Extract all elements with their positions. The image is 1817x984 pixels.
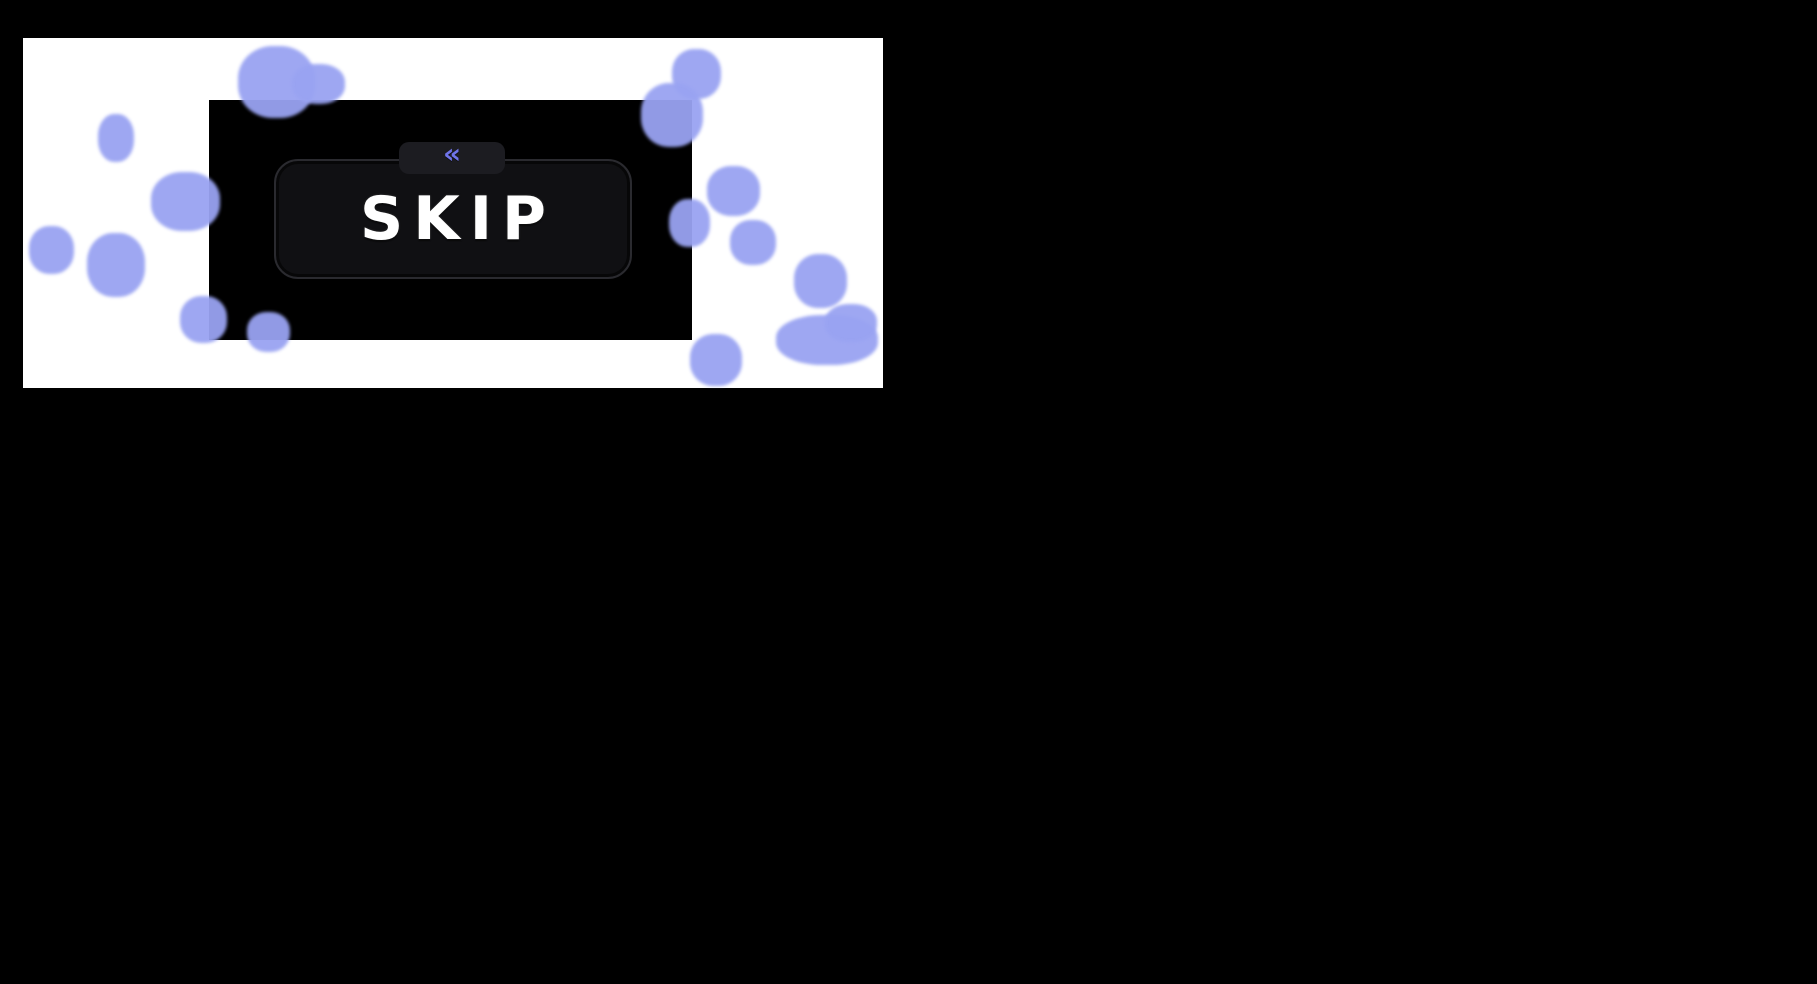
ad-panel: SKIP « (209, 100, 692, 340)
collapse-tab[interactable]: « (399, 137, 505, 174)
double-chevron-left-icon: « (442, 137, 462, 170)
content-card: SKIP « (23, 38, 883, 388)
skip-button[interactable]: SKIP (274, 159, 632, 279)
skip-button-label: SKIP (359, 184, 556, 254)
